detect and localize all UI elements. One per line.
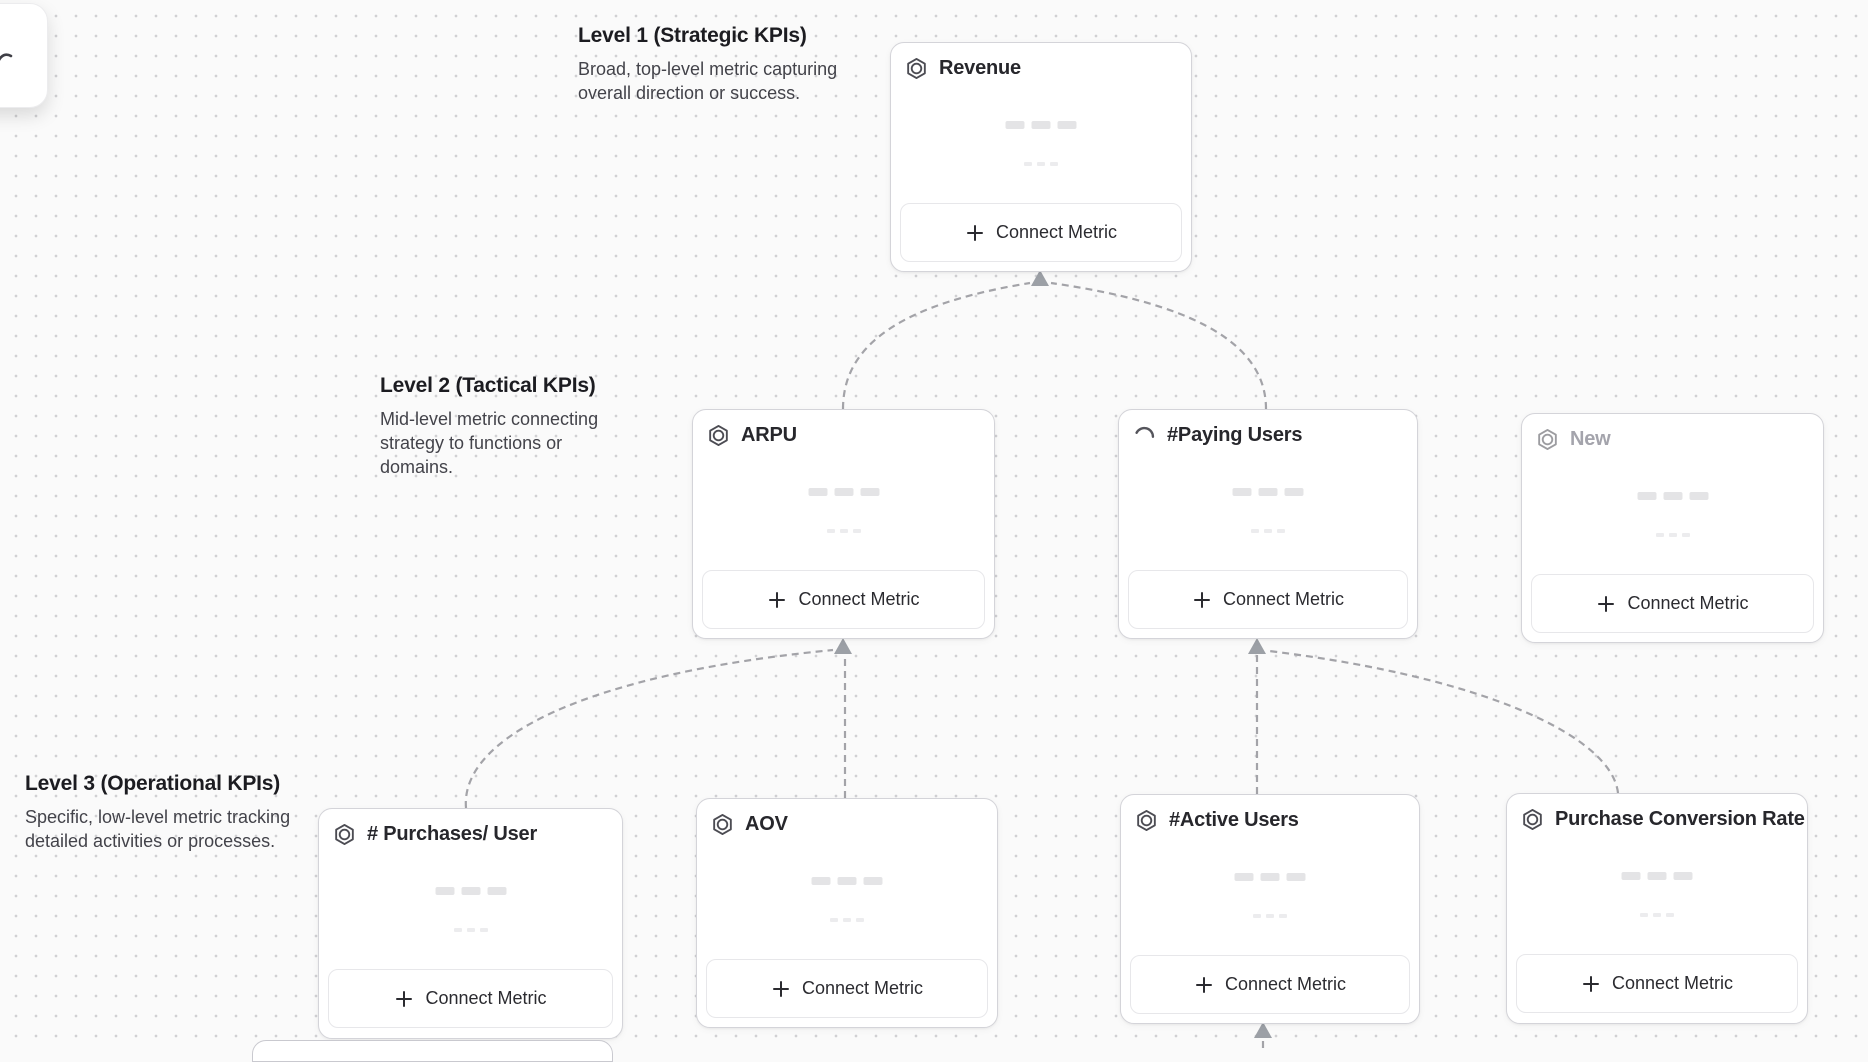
card-title: New (1570, 428, 1611, 450)
metric-card-partial-bottom[interactable] (252, 1040, 613, 1062)
skeleton-placeholder-row-small (1640, 913, 1674, 917)
skeleton-placeholder-row (1005, 121, 1077, 129)
skeleton-placeholder-row-small (1251, 529, 1285, 533)
card-header: Purchase Conversion Rate (1520, 807, 1805, 832)
skeleton-placeholder-row (1234, 873, 1306, 881)
skeleton-placeholder-row-small (1655, 533, 1690, 537)
level-3-title: Level 3 (Operational KPIs) (25, 772, 281, 795)
skeleton-placeholder-row (435, 887, 506, 895)
connect-metric-label: Connect Metric (1627, 593, 1749, 613)
plus-icon (769, 591, 786, 608)
connector-arpu-revenue (841, 281, 1031, 410)
card-header: New (1535, 427, 1611, 452)
connect-metric-button[interactable]: Connect Metric (706, 959, 988, 1018)
arrowhead-into-revenue (1031, 270, 1049, 286)
metric-card-new[interactable]: New Connect Metric (1521, 413, 1824, 643)
metric-card-revenue[interactable]: Revenue Connect Metric (890, 42, 1192, 272)
skeleton-placeholder-row-small (1253, 914, 1287, 918)
connect-metric-button[interactable]: Connect Metric (900, 203, 1182, 262)
arrowhead-into-arpu (834, 638, 852, 654)
level-2-title: Level 2 (Tactical KPIs) (380, 374, 596, 397)
card-header: ARPU (706, 423, 797, 448)
connect-metric-label: Connect Metric (798, 589, 920, 609)
level-3-annotation: Level 3 (Operational KPIs) Specific, low… (25, 772, 325, 853)
card-header: #Active Users (1134, 808, 1299, 833)
metric-card-arpu[interactable]: ARPU Connect Metric (692, 409, 995, 639)
plus-icon (966, 224, 983, 241)
card-header: # Purchases/ User (332, 822, 537, 847)
plus-icon (1598, 595, 1615, 612)
metric-card-active-users[interactable]: #Active Users Connect Metric (1120, 794, 1420, 1024)
metric-card-purchases-per-user[interactable]: # Purchases/ User Connect Metric (318, 808, 623, 1039)
skeleton-placeholder-row (811, 877, 883, 885)
level-2-description: Mid-level metric connecting strategy to … (380, 409, 599, 477)
skeleton-placeholder-row (1621, 872, 1693, 880)
connect-metric-label: Connect Metric (425, 988, 547, 1008)
skeleton-placeholder-row-small (1024, 162, 1058, 166)
connect-metric-button[interactable]: Connect Metric (1531, 574, 1814, 633)
card-header: AOV (710, 812, 788, 837)
hexagon-metric-icon (709, 424, 728, 447)
connect-metric-label: Connect Metric (995, 222, 1118, 242)
level-3-description: Specific, low-level metric tracking deta… (25, 807, 291, 851)
card-header: Revenue (904, 56, 1021, 81)
card-header: #Paying Users (1132, 423, 1302, 448)
card-title: AOV (745, 813, 788, 835)
hexagon-metric-icon (907, 57, 926, 80)
connect-metric-button[interactable]: Connect Metric (1516, 954, 1798, 1013)
connect-metric-button[interactable]: Connect Metric (1128, 570, 1408, 629)
arrowhead-into-activeusers (1254, 1022, 1272, 1038)
hexagon-metric-icon (1523, 808, 1542, 831)
level-1-annotation: Level 1 (Strategic KPIs) Broad, top-leve… (578, 24, 868, 105)
skeleton-placeholder-row (1637, 492, 1708, 500)
skeleton-placeholder-row-small (830, 918, 864, 922)
connect-metric-label: Connect Metric (1222, 589, 1345, 609)
toolbar-panel[interactable] (0, 3, 48, 108)
cursor-tool-icon (0, 53, 13, 61)
skeleton-placeholder-row-small (453, 928, 488, 932)
connect-metric-button[interactable]: Connect Metric (1130, 955, 1410, 1014)
hexagon-metric-icon (335, 823, 354, 846)
card-title: Revenue (939, 57, 1021, 79)
connector-payingusers-revenue (1050, 281, 1268, 410)
metric-card-aov[interactable]: AOV Connect Metric (696, 798, 998, 1028)
card-title: ARPU (741, 424, 797, 446)
plus-icon (772, 980, 789, 997)
skeleton-placeholder-row (808, 488, 879, 496)
card-title: #Active Users (1169, 809, 1299, 831)
connector-conversionrate-payingusers (1268, 649, 1620, 794)
connect-metric-label: Connect Metric (1611, 973, 1734, 993)
metric-card-purchase-conversion-rate[interactable]: Purchase Conversion Rate Connect Metric (1506, 793, 1808, 1024)
hexagon-metric-icon (1538, 428, 1557, 451)
arrowhead-into-payingusers (1248, 638, 1266, 654)
plus-icon (1582, 975, 1599, 992)
connect-metric-button[interactable]: Connect Metric (328, 969, 613, 1028)
plus-icon (1193, 591, 1210, 608)
hexagon-metric-icon (713, 813, 732, 836)
level-1-title: Level 1 (Strategic KPIs) (578, 24, 807, 47)
card-title: # Purchases/ User (367, 823, 538, 845)
level-1-description: Broad, top-level metric capturing overal… (578, 59, 838, 103)
plus-icon (396, 990, 413, 1007)
card-title: Purchase Conversion Rate (1555, 808, 1805, 830)
hexagon-metric-icon (1137, 809, 1156, 832)
spinner-icon (1135, 426, 1155, 438)
skeleton-placeholder-row-small (826, 529, 861, 533)
connector-purchases-arpu (464, 648, 834, 809)
metric-card-paying-users[interactable]: #Paying Users Connect Metric (1118, 409, 1418, 639)
skeleton-placeholder-row (1232, 488, 1304, 496)
level-2-annotation: Level 2 (Tactical KPIs) Mid-level metric… (380, 374, 630, 479)
connect-metric-label: Connect Metric (1224, 974, 1347, 994)
connect-metric-label: Connect Metric (801, 978, 924, 998)
plus-icon (1195, 976, 1212, 993)
connect-metric-button[interactable]: Connect Metric (702, 570, 985, 629)
card-title: #Paying Users (1167, 424, 1303, 446)
